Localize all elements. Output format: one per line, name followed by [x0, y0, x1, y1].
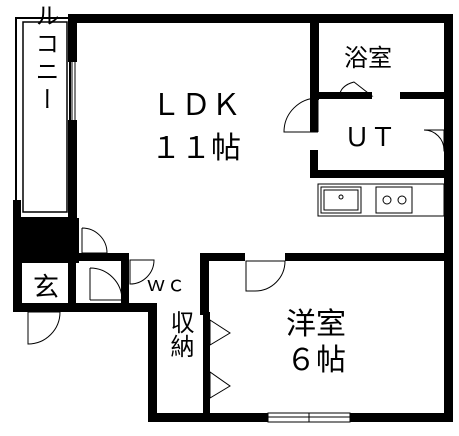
western-size-label: ６帖	[286, 343, 346, 378]
western-name-label: 洋室	[286, 307, 346, 342]
interior-walls	[68, 14, 453, 422]
balcony-label: バルコニー	[31, 0, 59, 115]
ldk-window	[71, 62, 76, 120]
outer-walls	[13, 14, 453, 422]
kitchen	[317, 183, 445, 217]
balcony	[13, 17, 71, 219]
ldk-size-label: １１帖	[151, 131, 241, 166]
bath-label: 浴室	[344, 44, 392, 72]
western-window	[267, 412, 351, 423]
ut-label: ＵＴ	[344, 123, 396, 153]
storage-label: 収納	[166, 310, 194, 358]
wc-label: ｗｃ	[146, 272, 186, 296]
entrance-label: 玄	[33, 273, 59, 303]
ldk-name-label: ＬＤＫ	[151, 88, 241, 123]
doors	[27, 81, 448, 399]
